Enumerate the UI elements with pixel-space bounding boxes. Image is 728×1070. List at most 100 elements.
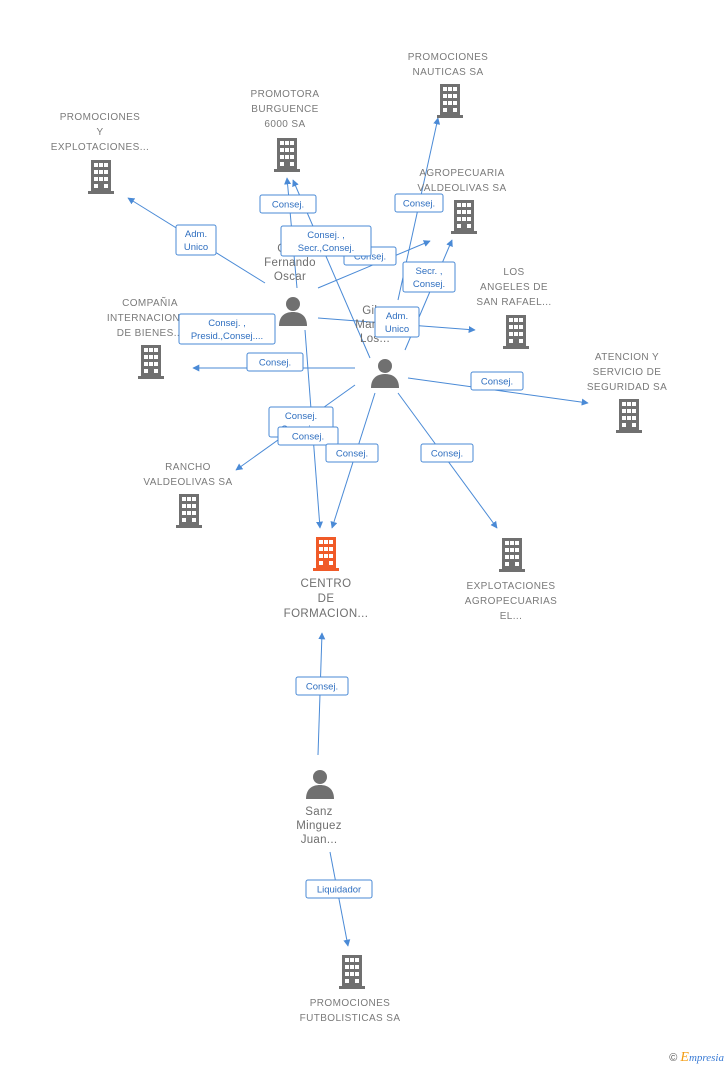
- company-building-icon: [451, 200, 477, 234]
- node-label-line: ANGELES DE: [480, 282, 548, 293]
- node-explotaciones_agropecuarias[interactable]: EXPLOTACIONES AGROPECUARIAS EL...: [465, 538, 557, 622]
- edge-label-box: [470, 371, 524, 391]
- edge-label-text: Consej.: [431, 449, 463, 460]
- node-agropecuaria_valdeolivas[interactable]: AGROPECUARIA VALDEOLIVAS SA: [417, 168, 506, 234]
- node-label-line: PROMOTORA: [251, 89, 320, 100]
- edge-arrow: [329, 851, 351, 947]
- edge-label-text: Secr. ,: [416, 266, 443, 277]
- node-label-line: BURGUENCE: [251, 104, 319, 115]
- edge-label-text: Consej.: [285, 411, 317, 422]
- edge-label-box: [305, 879, 373, 899]
- node-label-line: VALDEOLIVAS SA: [417, 183, 506, 194]
- edge-label-box: [325, 443, 379, 463]
- edge-label-text: Consej.: [259, 358, 291, 369]
- edge-role-label[interactable]: Consej.: [277, 426, 339, 446]
- edge-label-box: [374, 306, 420, 338]
- node-label-line: Oscar: [274, 271, 306, 283]
- edge-label-box: [420, 443, 474, 463]
- node-label-line: 6000 SA: [264, 119, 305, 130]
- edge-label-text: Consej.: [292, 432, 324, 443]
- company-building-icon: [503, 315, 529, 349]
- node-label-line: CENTRO: [301, 578, 352, 590]
- edge-role-label[interactable]: Liquidador: [305, 879, 373, 899]
- edge-role-label[interactable]: Consej.: [470, 371, 524, 391]
- node-centro[interactable]: CENTRO DE FORMACION...: [284, 537, 369, 620]
- node-promociones_nauticas[interactable]: PROMOCIONES NAUTICAS SA: [408, 52, 489, 118]
- edge-label-box: [394, 193, 444, 213]
- person-icon: [306, 770, 334, 799]
- node-label-line: EXPLOTACIONES: [467, 581, 556, 592]
- brand-initial: E: [680, 1050, 689, 1065]
- edge-role-label[interactable]: Adm. Unico: [374, 306, 420, 338]
- company-building-icon: [499, 538, 525, 572]
- brand-name: mpresia: [688, 1052, 724, 1064]
- company-building-icon: [274, 138, 300, 172]
- node-label-line: Juan...: [301, 834, 338, 846]
- node-label-line: EL...: [500, 611, 523, 622]
- edge-role-label[interactable]: Consej.: [295, 676, 349, 696]
- node-label-line: PROMOCIONES: [408, 52, 489, 63]
- edge-label-box: [178, 313, 276, 345]
- node-label-line: Fernando: [264, 257, 316, 269]
- edge-label-text: Consej.: [272, 200, 304, 211]
- company-building-icon: [176, 494, 202, 528]
- edge-label-text: Secr.,Consej.: [298, 243, 355, 254]
- edge-label-text: Consej. ,: [208, 318, 246, 329]
- node-label-line: AGROPECUARIA: [419, 168, 504, 179]
- company-building-icon: [437, 84, 463, 118]
- edge-role-label[interactable]: Consej.: [420, 443, 474, 463]
- person-icon: [371, 359, 399, 388]
- edge-role-label[interactable]: Consej. , Secr.,Consej.: [280, 225, 372, 257]
- node-label-line: FUTBOLISTICAS SA: [300, 1013, 401, 1024]
- edge-role-label[interactable]: Consej.: [259, 194, 317, 214]
- edge-label-text: Consej.: [481, 377, 513, 388]
- node-sanz_minguez[interactable]: SanzMinguezJuan...: [296, 770, 342, 846]
- edge-label-box: [295, 676, 349, 696]
- edge-label-box: [175, 224, 217, 256]
- edge-label-text: Unico: [184, 242, 208, 253]
- node-label-line: FORMACION...: [284, 608, 369, 620]
- edge-label-text: Consej.: [354, 252, 386, 263]
- edge-label-text: Unico: [385, 324, 409, 335]
- edge-label-box: [246, 352, 304, 372]
- node-label-line: PROMOCIONES: [60, 112, 141, 123]
- node-label-line: VALDEOLIVAS SA: [143, 477, 232, 488]
- node-label-line: AGROPECUARIAS: [465, 596, 557, 607]
- node-promotora_burguence[interactable]: PROMOTORA BURGUENCE 6000 SA: [251, 89, 320, 172]
- edge-label-text: Adm.: [386, 311, 408, 322]
- node-label-line: Minguez: [296, 820, 342, 832]
- edge-label-text: Consej.: [413, 279, 445, 290]
- node-label-line: INTERNACIONAL: [107, 313, 193, 324]
- node-label-line: ATENCION Y: [595, 352, 659, 363]
- node-compania_internacional[interactable]: COMPAÑIA INTERNACIONAL DE BIENES...: [107, 296, 193, 379]
- edge-label-text: Consej.: [403, 199, 435, 210]
- edge-role-label[interactable]: Consej.: [325, 443, 379, 463]
- node-label-line: DE BIENES...: [117, 328, 184, 339]
- company-building-icon: [616, 399, 642, 433]
- edge-label-text: Liquidador: [317, 885, 361, 896]
- node-label-line: COMPAÑIA: [122, 296, 178, 309]
- edge-role-label[interactable]: Consej.: [246, 352, 304, 372]
- edge-label-text: Adm.: [185, 229, 207, 240]
- node-label-line: SERVICIO DE: [593, 367, 662, 378]
- node-label-line: Y: [96, 127, 103, 138]
- edge-sanz_minguez-to-promociones_futbolisticas: [329, 851, 351, 947]
- node-label-line: DE: [318, 593, 335, 605]
- company-building-icon: [339, 955, 365, 989]
- edge-role-label[interactable]: Consej.: [394, 193, 444, 213]
- node-label-line: SAN RAFAEL...: [476, 297, 551, 308]
- edge-label-box: [402, 261, 456, 293]
- node-promociones_explotaciones[interactable]: PROMOCIONESYEXPLOTACIONES...: [51, 112, 149, 194]
- edge-label-text: Consej.: [336, 449, 368, 460]
- edge-role-label[interactable]: Adm. Unico: [175, 224, 217, 256]
- edge-role-label[interactable]: Secr. , Consej.: [402, 261, 456, 293]
- node-label-line: Sanz: [305, 806, 332, 818]
- edge-label-text: Consej. ,: [307, 230, 345, 241]
- node-label-line: NAUTICAS SA: [412, 67, 483, 78]
- edge-role-label[interactable]: Consej. ,Presid.,Consej....: [178, 313, 276, 345]
